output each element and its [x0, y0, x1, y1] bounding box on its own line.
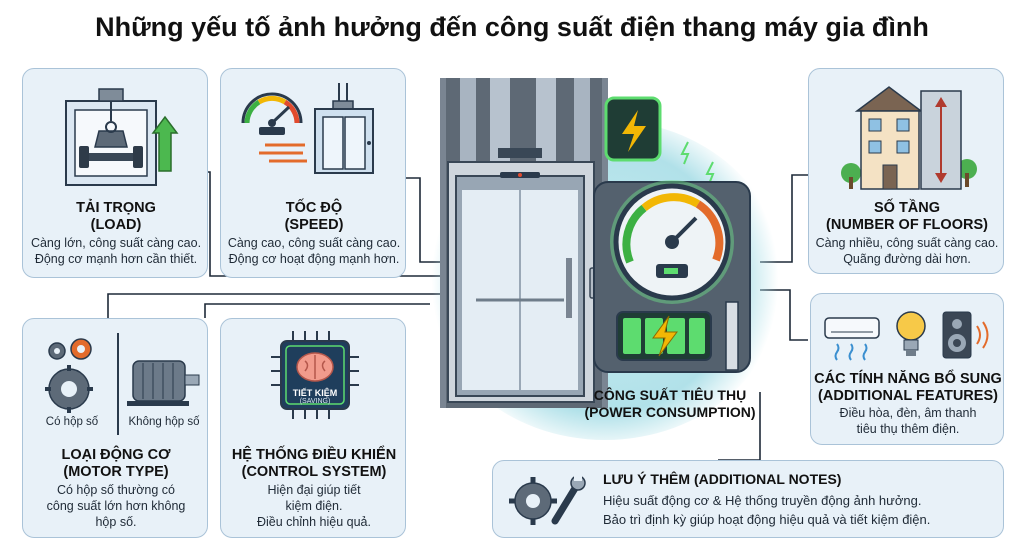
motor-subtitle: (MOTOR TYPE) — [63, 464, 169, 480]
features-desc-1: Điều hòa, đèn, âm thanh — [839, 406, 977, 420]
floors-subtitle: (NUMBER OF FLOORS) — [826, 217, 988, 233]
floors-card: SỐ TẦNG (NUMBER OF FLOORS) Càng nhiều, c… — [808, 68, 1004, 274]
features-card: CÁC TÍNH NĂNG BỔ SUNG (ADDITIONAL FEATUR… — [810, 293, 1004, 445]
light-bulb-icon — [896, 311, 926, 356]
features-subtitle: (ADDITIONAL FEATURES) — [818, 388, 998, 404]
control-card: TIẾT KIỆM (SAVING) HỆ THỐNG ĐIỀU KHIỂN (… — [220, 318, 406, 538]
motor-icon — [127, 360, 200, 406]
speed-card: TỐC ĐỘ (SPEED) Càng cao, công suất càng … — [220, 68, 406, 278]
gears-icon — [45, 338, 93, 413]
notes-title: LƯU Ý THÊM (ADDITIONAL NOTES) — [603, 471, 842, 487]
load-desc-2: Động cơ mạnh hơn cần thiết. — [34, 252, 198, 266]
features-title: CÁC TÍNH NĂNG BỔ SUNG — [814, 371, 1002, 387]
center-title: CÔNG SUẤT TIÊU THỤ — [593, 387, 747, 403]
motor-title: LOẠI ĐỘNG CƠ — [61, 447, 171, 463]
weight-icon — [65, 88, 179, 186]
speed-subtitle: (SPEED) — [284, 217, 344, 233]
load-card: TẢI TRỌNG (LOAD) Càng lớn, công suất càn… — [22, 68, 208, 278]
control-desc-1: Hiện đại giúp tiết — [267, 483, 361, 497]
load-title: TẢI TRỌNG — [76, 200, 156, 216]
control-desc-2: kiệm điện. — [285, 499, 343, 513]
motor-desc-1: Có hộp số thường có — [56, 483, 176, 497]
air-conditioner-icon — [824, 317, 880, 361]
elevator-car-icon — [314, 83, 374, 174]
lightning-icon — [652, 315, 678, 357]
building-icon — [841, 86, 977, 190]
floors-title: SỐ TẦNG — [873, 200, 941, 216]
page-title: Những yếu tố ảnh hưởng đến công suất điệ… — [95, 12, 929, 42]
speed-desc-2: Động cơ hoạt động mạnh hơn. — [228, 252, 400, 266]
notes-card: LƯU Ý THÊM (ADDITIONAL NOTES) Hiệu suất … — [492, 460, 1004, 538]
motor-label-geared: Có hộp số — [45, 416, 99, 428]
elevator-icon — [440, 78, 608, 408]
motor-divider — [117, 333, 119, 435]
notes-line-1: Hiệu suất động cơ & Hệ thống truyền động… — [603, 493, 922, 508]
features-desc-2: tiêu thụ thêm điện. — [856, 422, 960, 436]
center-subtitle: (POWER CONSUMPTION) — [584, 404, 756, 420]
motor-label-gearless: Không hộp số — [128, 416, 200, 428]
control-subtitle: (CONTROL SYSTEM) — [241, 464, 387, 480]
load-desc-1: Càng lớn, công suất càng cao. — [30, 236, 202, 250]
notes-line-2: Bảo trì định kỳ giúp hoạt động hiệu quả … — [603, 512, 931, 527]
floors-desc-2: Quãng đường dài hơn. — [843, 252, 971, 266]
motor-desc-2: công suất lớn hơn không — [46, 499, 186, 513]
speedometer-icon — [241, 92, 307, 163]
speed-title: TỐC ĐỘ — [285, 200, 343, 216]
gear-wrench-icon — [509, 473, 586, 525]
chip-sublabel: (SAVING) — [299, 398, 331, 405]
floors-desc-1: Càng nhiều, công suất càng cao. — [815, 236, 999, 250]
motor-desc-3: hộp số. — [95, 515, 137, 529]
chip-label: TIẾT KIỆM — [292, 388, 338, 398]
load-subtitle: (LOAD) — [90, 217, 142, 233]
brain-chip-icon — [271, 331, 359, 419]
motor-card: Có hộp số Không hộp số LOẠI ĐỘNG CƠ (MOT… — [22, 318, 208, 538]
control-title: HỆ THỐNG ĐIỀU KHIỂN — [231, 447, 397, 463]
speed-desc-1: Càng cao, công suất càng cao. — [227, 236, 401, 250]
battery-icon — [616, 311, 712, 361]
control-desc-3: Điều chỉnh hiệu quả. — [257, 515, 371, 529]
speaker-icon — [942, 311, 989, 359]
